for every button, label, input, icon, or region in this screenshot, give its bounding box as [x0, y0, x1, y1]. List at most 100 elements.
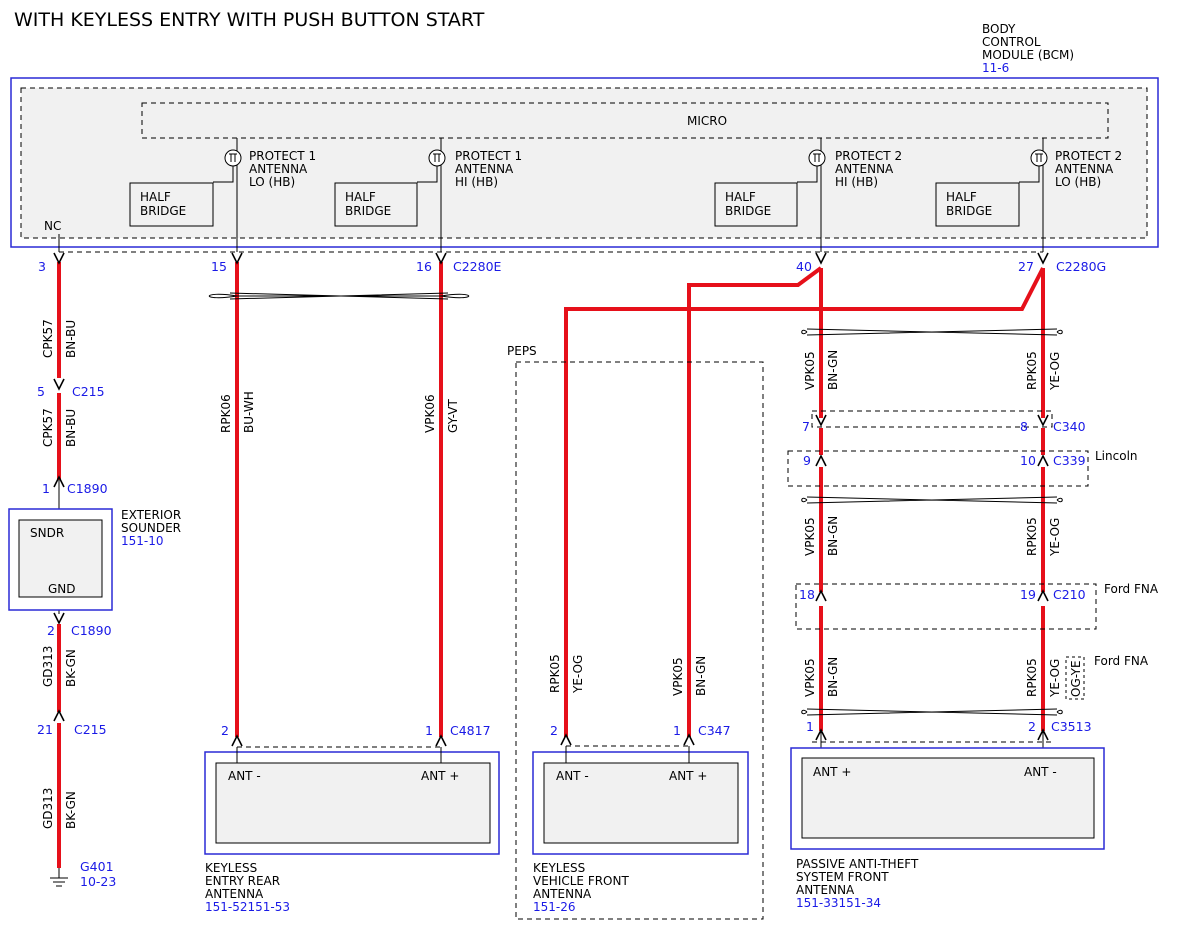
- pin-number: 2: [1028, 719, 1036, 734]
- front-antenna-name: ANTENNA: [533, 887, 592, 901]
- wire-color: BN-GN: [826, 516, 840, 556]
- protect-label: LO (HB): [249, 175, 295, 189]
- protect-label: HI (HB): [455, 175, 498, 189]
- rear-antenna-name: KEYLESS: [205, 861, 257, 875]
- protect-label: PROTECT 2: [1055, 149, 1122, 163]
- half-bridge-label: HALF: [725, 190, 756, 204]
- connector-id[interactable]: C2280G: [1056, 259, 1106, 274]
- protect-label: ANTENNA: [455, 162, 514, 176]
- pin-number: 3: [38, 259, 46, 274]
- pats-antenna-name: SYSTEM FRONT: [796, 870, 889, 884]
- micro-box: [141, 102, 1109, 139]
- rear-antenna-name: ENTRY REAR: [205, 874, 280, 888]
- wire-code: RPK05: [1025, 517, 1039, 556]
- wire-code: RPK06: [219, 394, 233, 433]
- front-antenna-name: VEHICLE FRONT: [533, 874, 629, 888]
- pin-marker: [435, 252, 447, 265]
- half-bridge-box: [935, 182, 1020, 227]
- connector-id[interactable]: C215: [72, 384, 105, 399]
- connector-id[interactable]: C347: [698, 723, 731, 738]
- connector-id[interactable]: C339: [1053, 453, 1086, 468]
- connector-id[interactable]: C4817: [450, 723, 491, 738]
- pin-marker: [231, 734, 243, 747]
- pin-marker: [1037, 252, 1049, 265]
- connector-id[interactable]: C1890: [71, 623, 112, 638]
- pin-number: 9: [803, 453, 811, 468]
- pin-number: 1: [42, 481, 50, 496]
- pats-antenna-name: ANTENNA: [796, 883, 855, 897]
- pin-number: 21: [37, 722, 53, 737]
- ground-ref-link[interactable]: 10-23: [80, 874, 116, 889]
- wire-color: BN-BU: [64, 409, 78, 447]
- half-bridge-box: [334, 182, 418, 227]
- pin-number: 18: [799, 587, 815, 602]
- pin-marker: [560, 733, 572, 746]
- pats-antenna-ref-link[interactable]: 151-33151-34: [796, 896, 881, 910]
- pin-marker: [53, 612, 65, 625]
- peps-label: PEPS: [507, 344, 537, 358]
- front-antenna-ref-link[interactable]: 151-26: [533, 900, 576, 914]
- wire-code: GD313: [41, 788, 55, 829]
- ford-fna-note: Ford FNA: [1104, 582, 1159, 596]
- wire-color: BN-GN: [694, 656, 708, 696]
- bcm-label: BODY CONTROL MODULE (BCM) 11-6: [982, 22, 1074, 75]
- pin-number: 19: [1020, 587, 1036, 602]
- wire-code: GD313: [41, 646, 55, 687]
- twisted-pair-symbol: [801, 328, 1063, 336]
- pin-marker: [815, 589, 827, 602]
- connector-id[interactable]: C3513: [1051, 719, 1092, 734]
- protect-label: HI (HB): [835, 175, 878, 189]
- wire-code: RPK05: [1025, 658, 1039, 697]
- half-bridge-label: HALF: [345, 190, 376, 204]
- connector-id[interactable]: C2280E: [453, 259, 502, 274]
- wire-vpk05-front[interactable]: [687, 266, 823, 737]
- bcm-ref-link[interactable]: 11-6: [982, 61, 1009, 75]
- connector-id[interactable]: C340: [1053, 419, 1086, 434]
- pin-number: 27: [1018, 259, 1034, 274]
- protect-label: LO (HB): [1055, 175, 1101, 189]
- ant-plus-label: ANT +: [669, 769, 707, 783]
- bcm-name-line: MODULE (BCM): [982, 48, 1074, 62]
- micro-label: MICRO: [687, 114, 727, 128]
- sounder-ref-link[interactable]: 151-10: [121, 534, 164, 548]
- peps-option-box: [515, 361, 764, 920]
- wire-color: BU-WH: [242, 391, 256, 433]
- pin-number: 2: [550, 723, 558, 738]
- gnd-label: GND: [48, 582, 76, 596]
- half-bridge-label: HALF: [140, 190, 171, 204]
- ground-id[interactable]: G401: [80, 859, 114, 874]
- sounder-name: EXTERIOR: [121, 508, 181, 522]
- pin-marker: [53, 378, 65, 391]
- lincoln-note: Lincoln: [1095, 449, 1138, 463]
- pin-marker: [1037, 454, 1049, 467]
- connector-id[interactable]: C1890: [67, 481, 108, 496]
- bcm-name-line: BODY: [982, 22, 1016, 36]
- pin-marker: [53, 475, 65, 488]
- wire-color: YE-OG: [1048, 659, 1062, 698]
- sndr-label: SNDR: [30, 526, 64, 540]
- protect-label: ANTENNA: [1055, 162, 1114, 176]
- pin-number: 2: [221, 723, 229, 738]
- front-antenna-name: KEYLESS: [533, 861, 585, 875]
- protect-label: PROTECT 1: [249, 149, 316, 163]
- pin-marker: [231, 252, 243, 265]
- half-bridge-box: [129, 182, 214, 227]
- wire-color: YE-OG: [1048, 352, 1062, 391]
- wire-rpk05-front[interactable]: [564, 267, 1045, 737]
- connector-id[interactable]: C215: [74, 722, 107, 737]
- twisted-pair-symbol: [208, 292, 470, 300]
- wire-code: VPK05: [803, 517, 817, 556]
- pats-antenna-inner: [801, 757, 1095, 839]
- c340-connector-box: [811, 410, 1053, 428]
- ground-icon: [50, 868, 68, 887]
- pin-number: 1: [425, 723, 433, 738]
- wire-code-labels: CPK57 BN-BU CPK57 BN-BU GD313 BK-GN GD31…: [41, 319, 1083, 829]
- rear-antenna-inner: [215, 762, 491, 844]
- wire-color: BK-GN: [64, 649, 78, 687]
- rear-antenna-ref-link[interactable]: 151-52151-53: [205, 900, 290, 914]
- half-bridge-label: BRIDGE: [946, 204, 992, 218]
- front-antenna-inner: [543, 762, 739, 844]
- pin-number: 1: [806, 719, 814, 734]
- pin-marker: [1037, 414, 1049, 427]
- connector-id[interactable]: C210: [1053, 587, 1086, 602]
